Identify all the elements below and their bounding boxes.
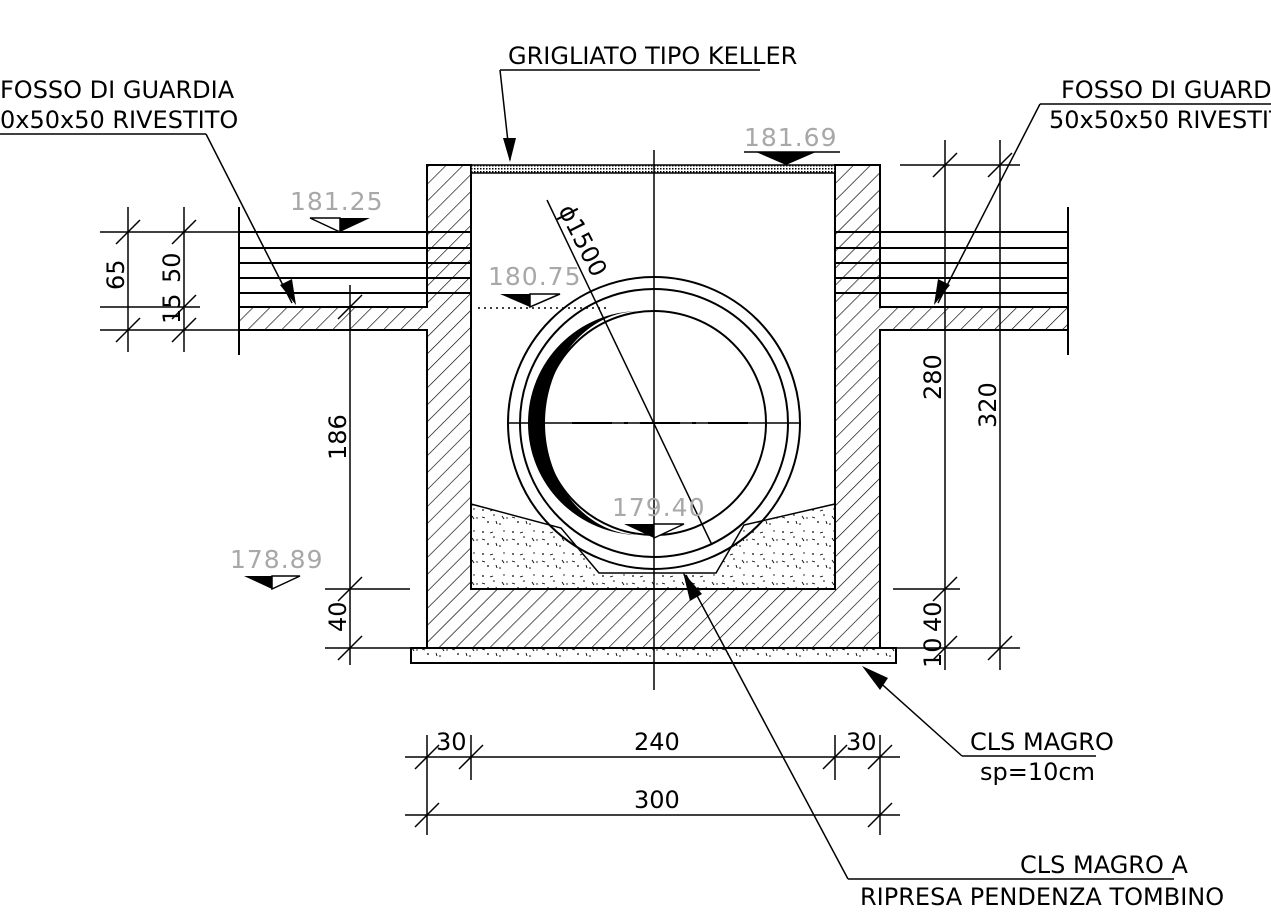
- svg-text:186: 186: [324, 414, 352, 460]
- lean-concrete-callout: CLS MAGRO sp=10cm: [862, 666, 1114, 786]
- right-dimensions: 280 320 40 10: [893, 140, 1020, 670]
- pipe-shadow: [528, 311, 640, 535]
- svg-text:65: 65: [102, 259, 130, 290]
- elevation-pipe-invert: 179.40: [612, 493, 705, 540]
- elevation-ditch-top: 181.25: [290, 187, 383, 234]
- slope-concrete-callout: CLS MAGRO A RIPRESA PENDENZA TOMBINO: [683, 572, 1224, 911]
- ditch-left-callout: FOSSO DI GUARDIA 0x50x50 RIVESTITO: [0, 76, 296, 305]
- svg-text:30: 30: [436, 728, 467, 756]
- svg-text:181.25: 181.25: [290, 187, 383, 216]
- svg-text:10: 10: [919, 637, 947, 668]
- elevation-top-box: 181.69: [744, 123, 840, 165]
- elevation-ditch-bottom: 180.75: [488, 262, 581, 309]
- grating-keller: [470, 164, 836, 174]
- svg-text:181.69: 181.69: [744, 123, 837, 152]
- svg-text:280: 280: [919, 354, 947, 400]
- ditch-right-callout: FOSSO DI GUARDIA 50x50x50 RIVESTITO: [934, 76, 1271, 305]
- svg-text:15: 15: [158, 293, 186, 324]
- grating-callout: GRIGLIATO TIPO KELLER: [499, 42, 797, 162]
- svg-text:CLS MAGRO A: CLS MAGRO A: [1020, 851, 1188, 879]
- svg-text:240: 240: [634, 728, 680, 756]
- svg-text:RIPRESA PENDENZA TOMBINO: RIPRESA PENDENZA TOMBINO: [860, 883, 1224, 911]
- svg-text:50x50x50 RIVESTITO: 50x50x50 RIVESTITO: [1049, 106, 1271, 134]
- svg-text:FOSSO DI GUARDIA: FOSSO DI GUARDIA: [0, 76, 235, 104]
- svg-text:320: 320: [974, 382, 1002, 428]
- svg-text:0x50x50 RIVESTITO: 0x50x50 RIVESTITO: [0, 106, 238, 134]
- svg-text:179.40: 179.40: [612, 493, 705, 522]
- elevation-foundation: 178.89: [230, 545, 323, 591]
- bottom-dimensions: 30 240 30 300: [405, 728, 900, 835]
- svg-text:CLS MAGRO: CLS MAGRO: [970, 728, 1114, 756]
- svg-text:40: 40: [919, 601, 947, 632]
- svg-text:FOSSO DI GUARDIA: FOSSO DI GUARDIA: [1061, 76, 1271, 104]
- svg-text:300: 300: [634, 786, 680, 814]
- svg-text:GRIGLIATO TIPO KELLER: GRIGLIATO TIPO KELLER: [508, 42, 797, 70]
- svg-text:sp=10cm: sp=10cm: [980, 758, 1095, 786]
- slope-fill-concrete: [470, 503, 836, 590]
- svg-text:30: 30: [846, 728, 877, 756]
- svg-text:40: 40: [324, 601, 352, 632]
- svg-text:180.75: 180.75: [488, 262, 581, 291]
- svg-text:50: 50: [158, 252, 186, 283]
- svg-text:178.89: 178.89: [230, 545, 323, 574]
- left-dimensions: 65 50 15 186 40: [100, 207, 410, 665]
